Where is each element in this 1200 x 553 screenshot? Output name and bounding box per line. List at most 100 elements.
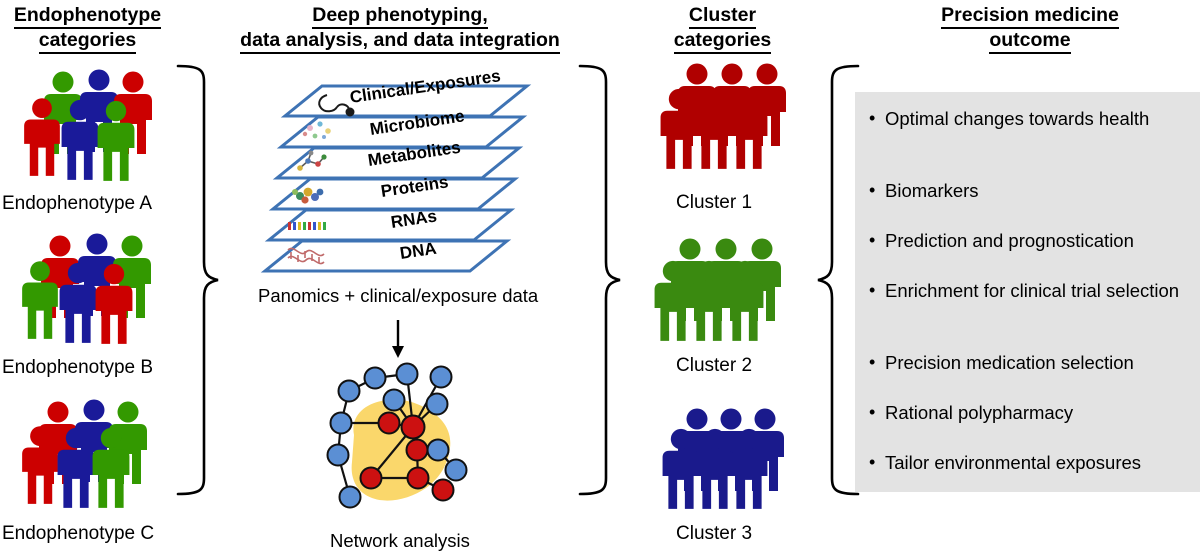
person-icon [726, 260, 764, 341]
outcome-bullet-item: • Prediction and prognostication [869, 228, 1194, 253]
header-precision-medicine-outcome: Precision medicine outcome [880, 4, 1180, 54]
person-icon [92, 427, 130, 508]
network-node [406, 466, 430, 490]
person-icon [78, 233, 116, 316]
outcome-bullet-text: Biomarkers [885, 180, 979, 201]
person-icon [44, 71, 82, 154]
outcome-bullet-item: • Enrichment for clinical trial selectio… [869, 278, 1194, 303]
cluster-2-label: Cluster 2 [676, 355, 753, 376]
person-icon [662, 428, 700, 509]
omics-label-metabolites: Metabolites [366, 137, 462, 170]
outcome-bullet-item: • Rational polypharmacy [869, 400, 1194, 425]
header-cluster-line1: Cluster [688, 4, 757, 29]
down-arrow-icon [392, 320, 404, 358]
person-icon [109, 401, 147, 484]
cluster-3-label: Cluster 3 [676, 523, 753, 544]
endophenotype-c-label: Endophenotype C [2, 523, 155, 544]
person-icon [671, 238, 709, 321]
network-analysis-graph [326, 362, 468, 509]
person-icon [713, 63, 751, 146]
person-icon [695, 88, 733, 169]
bullet-marker-icon: • [869, 180, 876, 200]
network-node [425, 392, 449, 416]
bullet-marker-icon: • [869, 452, 876, 472]
header-endophenotype-line2: categories [38, 29, 137, 54]
person-icon [75, 399, 113, 482]
cluster-2-people [654, 238, 781, 341]
omics-label-clinical-exposures: Clinical/Exposures [348, 66, 502, 107]
outcome-bullet-item: • Biomarkers [869, 178, 1194, 203]
network-node [405, 438, 429, 462]
network-node [431, 478, 455, 502]
network-node [444, 458, 468, 482]
bullet-marker-icon: • [869, 402, 876, 422]
omics-label-proteins: Proteins [379, 172, 450, 201]
stethoscope-icon [318, 94, 355, 117]
person-icon [39, 401, 77, 484]
person-icon [690, 260, 728, 341]
person-icon [41, 235, 79, 318]
person-icon [743, 238, 781, 321]
network-node [359, 466, 383, 490]
person-icon [678, 63, 716, 146]
person-icon [57, 427, 95, 508]
header-precision-line1: Precision medicine [941, 4, 1119, 29]
person-icon [707, 238, 745, 321]
person-icon [730, 428, 768, 509]
outcome-bullet-item: • Optimal changes towards health [869, 106, 1194, 131]
network-node [395, 362, 419, 386]
person-icon [678, 408, 716, 491]
endophenotype-a-people [24, 69, 152, 181]
person-icon [59, 262, 97, 343]
outcome-bullet-text: Prediction and prognostication [885, 230, 1134, 251]
person-icon [660, 88, 698, 169]
cluster-1-label: Cluster 1 [676, 192, 753, 213]
person-icon [61, 99, 99, 180]
person-icon [712, 408, 750, 491]
person-icon [114, 71, 152, 154]
cluster-1-people [660, 63, 786, 169]
header-precision-line2: outcome [989, 29, 1071, 54]
panomics-caption: Panomics + clinical/exposure data [258, 285, 539, 306]
header-cluster-line2: categories [673, 29, 772, 54]
dna-helix-icon [287, 247, 325, 265]
bullet-marker-icon: • [869, 230, 876, 250]
brace-analysis-to-clusters [578, 64, 622, 496]
network-node [329, 411, 353, 435]
person-icon [746, 408, 784, 491]
person-icon [748, 63, 786, 146]
header-deep-phenotyping: Deep phenotyping, data analysis, and dat… [200, 4, 600, 54]
person-icon [95, 263, 133, 344]
outcome-bullet-text: Optimal changes towards health [885, 108, 1150, 129]
header-deep-line2: data analysis, and data integration [240, 29, 560, 54]
network-node [429, 365, 453, 389]
cluster-3-people [662, 408, 784, 509]
outcome-bullet-text: Tailor environmental exposures [885, 452, 1142, 473]
network-node [426, 438, 450, 462]
omics-layer-stack [260, 84, 532, 273]
person-icon [22, 426, 58, 504]
brace-clusters-to-outcome [816, 64, 860, 496]
endophenotype-b-label: Endophenotype B [2, 357, 154, 378]
precision-medicine-outcome-panel: • Optimal changes towards health • Bioma… [855, 92, 1200, 492]
header-endophenotype-categories: Endophenotype categories [0, 4, 175, 54]
outcome-bullet-item: • Tailor environmental exposures [869, 450, 1194, 475]
molecule-icon [297, 150, 327, 171]
rna-strand-icon [288, 222, 326, 230]
network-node [382, 388, 406, 412]
endophenotype-c-people [22, 399, 147, 508]
person-icon [696, 428, 734, 509]
person-icon [730, 88, 768, 169]
network-node [337, 379, 361, 403]
network-node [363, 366, 387, 390]
network-analysis-caption: Network analysis [330, 530, 470, 551]
network-node [377, 411, 401, 435]
outcome-bullet-text: Rational polypharmacy [885, 402, 1074, 423]
network-node [326, 443, 350, 467]
network-node [400, 414, 426, 440]
omics-label-rnas: RNAs [389, 206, 439, 232]
endophenotype-b-people [22, 233, 151, 344]
person-icon [24, 98, 60, 176]
outcome-bullet-text: Precision medication selection [885, 352, 1134, 373]
header-cluster-categories: Cluster categories [640, 4, 805, 54]
